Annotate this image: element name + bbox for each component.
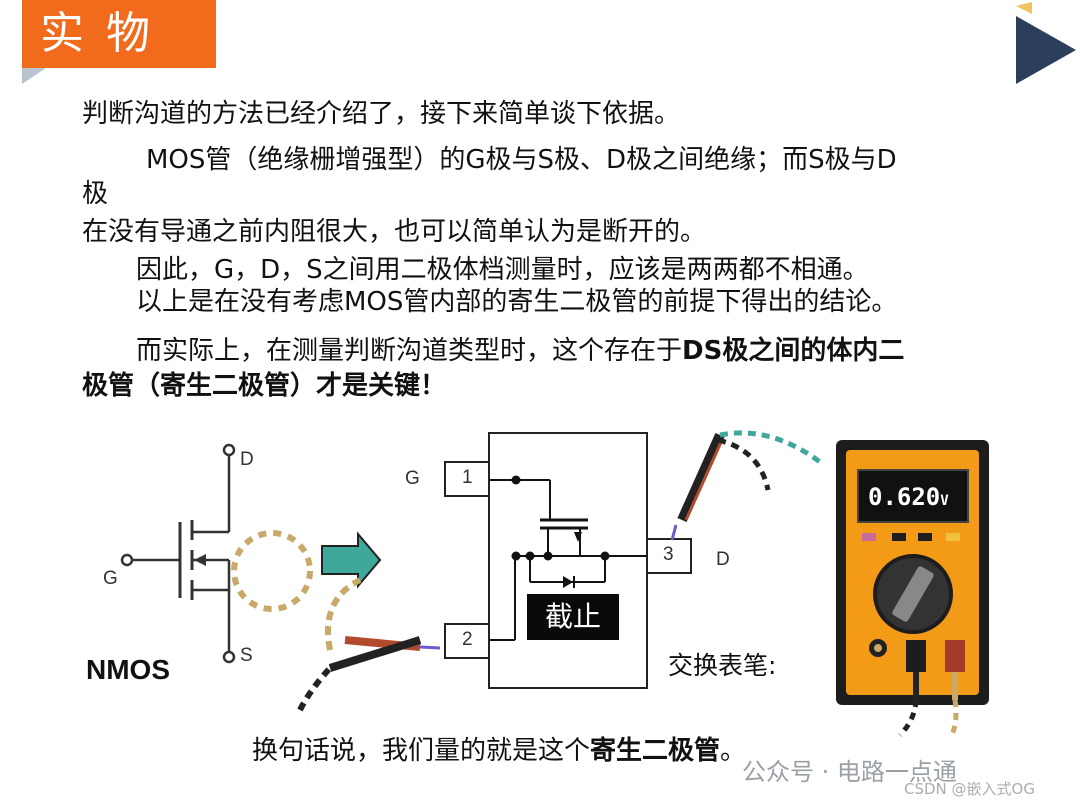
package-gate-label: G bbox=[405, 468, 420, 489]
paragraph-2a: MOS管（绝缘栅增强型）的G极与S极、D极之间绝缘；而S极与D bbox=[146, 145, 897, 175]
page-title: 实物 bbox=[40, 8, 172, 59]
paragraph-4: 因此，G，D，S之间用二极体档测量时，应该是两两都不相通。 bbox=[136, 255, 869, 285]
pin-3-label: 3 bbox=[663, 544, 674, 565]
summary-end: 。 bbox=[720, 736, 747, 766]
package-drain-label: D bbox=[716, 549, 730, 570]
nmos-label: NMOS bbox=[86, 654, 170, 685]
next-slide-arrow-icon[interactable] bbox=[1012, 2, 1080, 84]
parasitic-diode-highlight-circle bbox=[231, 530, 313, 612]
header-bar bbox=[22, 0, 216, 68]
symbol-source-label: S bbox=[240, 645, 253, 666]
watermark-csdn: CSDN @嵌入式OG bbox=[904, 780, 1035, 798]
meter-reading-value: 0.620 bbox=[868, 483, 941, 511]
summary-normal: 换句话说，我们量的就是这个 bbox=[252, 736, 591, 766]
paragraph-2b: 极 bbox=[82, 179, 109, 209]
left-probe-black bbox=[297, 636, 422, 712]
paragraph-5: 以上是在没有考虑MOS管内部的寄生二极管的前提下得出的结论。 bbox=[136, 287, 898, 317]
nmos-symbol bbox=[120, 443, 236, 664]
pin-2-box bbox=[444, 623, 490, 659]
paragraph-1: 判断沟道的方法已经介绍了，接下来简单谈下依据。 bbox=[82, 99, 681, 129]
cutoff-state-label: 截止 bbox=[527, 594, 619, 640]
paragraph-6: 而实际上，在测量判断沟道类型时，这个存在于DS极之间的体内二 bbox=[136, 333, 904, 369]
multimeter bbox=[836, 440, 989, 737]
body-diode-icon bbox=[563, 576, 573, 588]
header-corner-decoration bbox=[22, 68, 46, 84]
paragraph-6-normal: 而实际上，在测量判断沟道类型时，这个存在于 bbox=[136, 336, 683, 366]
right-probe bbox=[670, 430, 822, 541]
summary-bold: 寄生二极管 bbox=[590, 736, 721, 766]
pin-1-label: 1 bbox=[462, 467, 473, 488]
meter-display: 0.620V bbox=[868, 482, 960, 512]
symbol-gate-label: G bbox=[103, 568, 118, 589]
measurement-diagram bbox=[120, 430, 989, 737]
paragraph-6-bold: DS极之间的体内二 bbox=[682, 336, 905, 366]
watermark-wechat: 公众号 · 电路一点通 bbox=[742, 758, 957, 786]
paragraph-7: 极管（寄生二极管）才是关键！ bbox=[82, 371, 447, 401]
arrow-right-icon bbox=[321, 531, 382, 589]
summary-line: 换句话说，我们量的就是这个寄生二极管。 bbox=[252, 733, 746, 769]
symbol-drain-label: D bbox=[240, 449, 254, 470]
meter-reading-unit: V bbox=[940, 493, 949, 509]
swap-probes-label: 交换表笔: bbox=[668, 651, 777, 680]
pin-2-label: 2 bbox=[462, 629, 473, 650]
left-probe-red bbox=[325, 577, 441, 651]
paragraph-3: 在没有导通之前内阻很大，也可以简单认为是断开的。 bbox=[82, 217, 707, 247]
mosfet-package bbox=[488, 432, 648, 689]
